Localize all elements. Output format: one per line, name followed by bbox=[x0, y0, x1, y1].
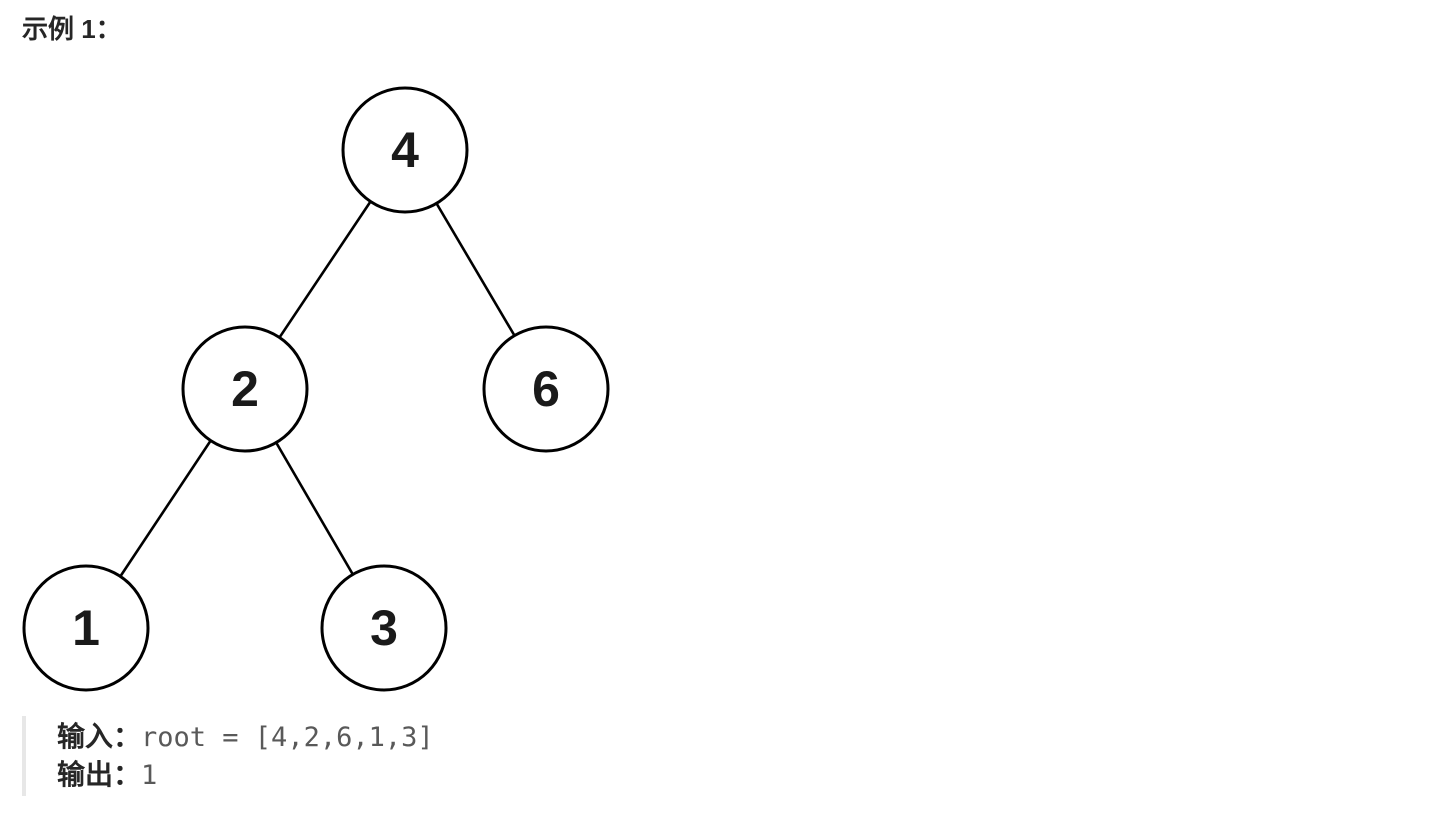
tree-node-4: 4 bbox=[341, 86, 469, 214]
tree-node-value: 2 bbox=[231, 361, 259, 417]
output-label: 输出： bbox=[57, 759, 142, 790]
output-value: 1 bbox=[141, 760, 158, 791]
tree-node-value: 3 bbox=[370, 600, 398, 656]
tree-node-circle bbox=[482, 325, 610, 453]
tree-node-1: 1 bbox=[22, 564, 150, 692]
tree-edge-2-1 bbox=[84, 388, 247, 629]
example-title: 示例 1： bbox=[22, 14, 122, 44]
tree-edge-4-2 bbox=[243, 149, 407, 390]
tree-node-6: 6 bbox=[482, 325, 610, 453]
tree-node-circle bbox=[22, 564, 150, 692]
tree-node-value: 4 bbox=[391, 122, 419, 178]
tree-node-3: 3 bbox=[320, 564, 448, 692]
tree-node-value: 6 bbox=[532, 361, 560, 417]
tree-node-circle bbox=[181, 325, 309, 453]
tree-node-value: 1 bbox=[72, 600, 100, 656]
tree-edge-2-3 bbox=[243, 388, 386, 629]
input-label: 输入： bbox=[57, 721, 142, 752]
example-io-block: 输入：root = [4,2,6,1,3]输出：1 bbox=[22, 716, 742, 796]
binary-tree-diagram: 4 2 6 1 3 bbox=[22, 86, 610, 692]
tree-node-2: 2 bbox=[181, 325, 309, 453]
output-line: 输出：1 bbox=[57, 756, 742, 794]
input-value: root = [4,2,6,1,3] bbox=[141, 722, 434, 753]
tree-edge-4-6 bbox=[403, 149, 548, 390]
input-line: 输入：root = [4,2,6,1,3] bbox=[57, 718, 742, 756]
tree-node-circle bbox=[341, 86, 469, 214]
tree-node-circle bbox=[320, 564, 448, 692]
